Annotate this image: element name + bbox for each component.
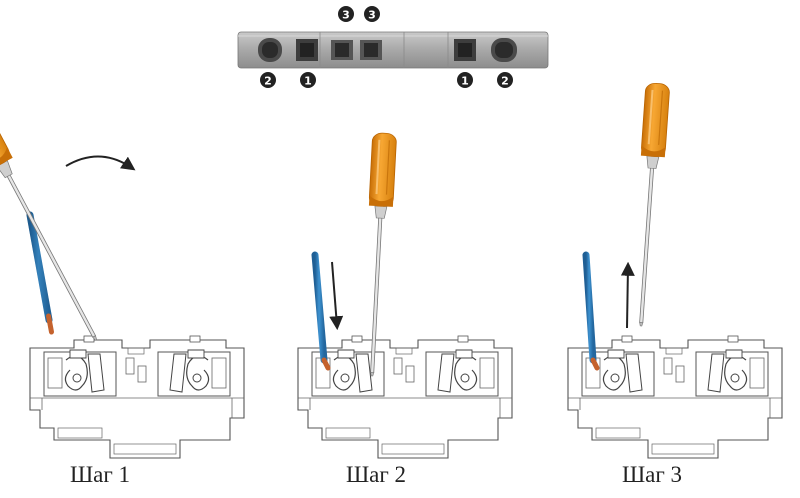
marker-label: 1 bbox=[304, 75, 312, 88]
insert-arrow-icon bbox=[329, 261, 344, 331]
wire-step-2 bbox=[311, 251, 331, 371]
marker-3-b: 3 bbox=[364, 6, 380, 22]
step-3-label: Шаг 3 bbox=[621, 462, 683, 487]
marker-label: 2 bbox=[501, 75, 509, 88]
step-2-illustration bbox=[297, 131, 513, 459]
terminal-block-step-3 bbox=[567, 335, 783, 459]
marker-2-left: 2 bbox=[260, 72, 276, 88]
marker-label: 3 bbox=[368, 9, 376, 22]
terminal-top-view bbox=[237, 31, 549, 69]
step-3-illustration bbox=[567, 81, 783, 459]
wire-step-3 bbox=[582, 251, 600, 371]
wire-entry-right-hole bbox=[454, 39, 476, 61]
terminal-block-step-1 bbox=[29, 335, 245, 459]
marker-1-right: 1 bbox=[457, 72, 473, 88]
marker-label: 3 bbox=[342, 9, 350, 22]
screw-release-right-hole bbox=[491, 38, 517, 62]
marker-label: 2 bbox=[264, 75, 272, 88]
marker-label: 1 bbox=[461, 75, 469, 88]
step-1-illustration bbox=[0, 80, 245, 459]
marker-1-left: 1 bbox=[300, 72, 316, 88]
rotate-arrow-icon bbox=[65, 155, 136, 171]
withdraw-arrow-icon bbox=[620, 261, 635, 329]
marker-2-right: 2 bbox=[497, 72, 513, 88]
terminal-block-step-2 bbox=[297, 335, 513, 459]
test-point-a-hole bbox=[331, 40, 353, 60]
step-2-label: Шаг 2 bbox=[345, 462, 407, 487]
screw-release-left-hole bbox=[258, 38, 282, 62]
marker-3-a: 3 bbox=[338, 6, 354, 22]
step-1-label: Шаг 1 bbox=[69, 462, 131, 487]
wire-step-1 bbox=[26, 211, 54, 335]
test-point-b-hole bbox=[360, 40, 382, 60]
screwdriver-step-3 bbox=[628, 81, 671, 328]
screwdriver-step-1 bbox=[0, 80, 108, 347]
wire-entry-left-hole bbox=[296, 39, 318, 61]
